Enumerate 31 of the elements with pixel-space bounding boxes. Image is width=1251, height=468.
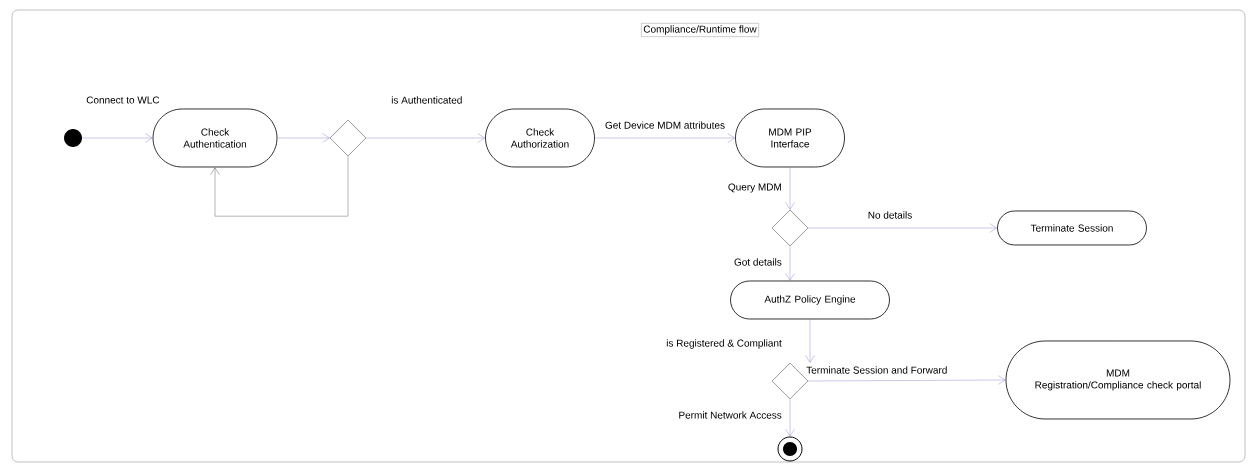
action-node: Check Authorization bbox=[485, 108, 595, 168]
edge-label: Terminate Session and Forward bbox=[805, 365, 949, 375]
initial-node bbox=[64, 129, 82, 147]
edge-label: Query MDM bbox=[726, 182, 783, 194]
arrow bbox=[210, 156, 349, 217]
edge-label: is Authenticated bbox=[390, 95, 464, 105]
arrow bbox=[785, 399, 795, 437]
action-node: Terminate Session bbox=[997, 210, 1147, 246]
edge-label: Got details bbox=[733, 257, 783, 267]
arrow bbox=[594, 133, 735, 143]
arrow bbox=[808, 375, 1006, 385]
arrow bbox=[805, 319, 815, 363]
arrow bbox=[277, 133, 330, 143]
arrow bbox=[366, 133, 485, 143]
arrow bbox=[785, 167, 795, 210]
edge-label: Permit Network Access bbox=[677, 410, 783, 420]
action-node: AuthZ Policy Engine bbox=[730, 280, 890, 320]
edge-label: Get Device MDM attributes bbox=[604, 120, 726, 130]
action-node: MDM Registration/Compliance check portal bbox=[1005, 340, 1231, 420]
decision-diamond bbox=[329, 119, 367, 157]
title-box: Compliance/Runtime flow bbox=[641, 23, 759, 37]
arrow bbox=[808, 223, 997, 233]
arrow bbox=[785, 246, 795, 281]
action-node: Check Authentication bbox=[152, 108, 278, 168]
edge-label: is Registered & Compliant bbox=[665, 338, 783, 350]
action-node: MDM PIP Interface bbox=[735, 108, 845, 168]
edge-label: No details bbox=[866, 210, 914, 220]
final-node bbox=[777, 436, 803, 462]
edge-label: Connect to WLC bbox=[85, 95, 161, 105]
decision-diamond bbox=[771, 209, 809, 247]
arrow bbox=[82, 133, 153, 143]
